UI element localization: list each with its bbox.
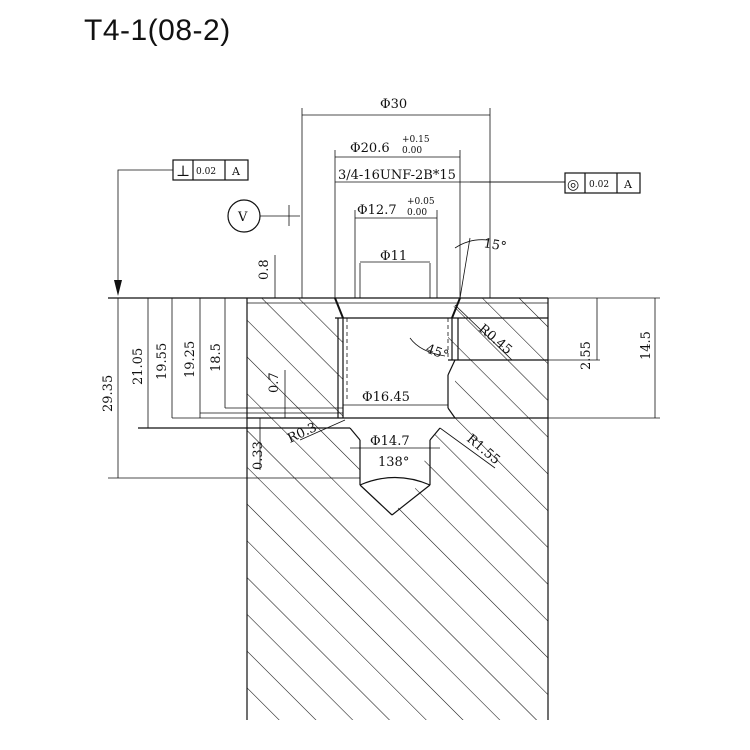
dimension-labels: Φ30 Φ20.6 +0.15 0.00 3/4-16UNF-2B*15 Φ12… <box>101 97 654 470</box>
dim-angle15: 15° <box>482 236 507 255</box>
concentricity-frame: ◎ 0.02 A <box>564 172 641 194</box>
dim-v185: 18.5 <box>209 343 224 372</box>
drawing-title: T4-1(08-2) <box>84 14 231 47</box>
dim-a45: 45° <box>424 342 451 364</box>
dim-a138: 138° <box>378 455 409 470</box>
perpendicularity-tolerance: 0.02 <box>196 167 216 177</box>
dim-d206-lower: 0.00 <box>402 146 422 156</box>
datum-marker: V <box>227 199 261 233</box>
dim-d11: Φ11 <box>380 249 407 264</box>
dim-v033: 0.33 <box>251 441 266 470</box>
perpendicularity-datum: A <box>231 165 241 178</box>
concentricity-tolerance: 0.02 <box>589 180 609 190</box>
dim-v2935: 29.35 <box>101 375 116 412</box>
dim-d206-upper: +0.15 <box>402 135 430 145</box>
concentricity-datum: A <box>623 178 633 191</box>
dim-v255: 2.55 <box>579 341 594 370</box>
body-outline <box>108 263 549 720</box>
concentricity-icon: ◎ <box>567 177 579 193</box>
datum-label: V <box>237 210 248 225</box>
dim-thread: 3/4-16UNF-2B*15 <box>338 168 456 183</box>
dimension-lines <box>108 108 660 479</box>
dim-v07: 0.7 <box>267 372 282 393</box>
dim-v08: 0.8 <box>257 259 272 280</box>
dim-v145: 14.5 <box>639 331 654 360</box>
dim-v1955: 19.55 <box>155 343 170 380</box>
dim-d147: Φ14.7 <box>370 434 410 449</box>
dim-d30: Φ30 <box>380 97 407 112</box>
dim-v2105: 21.05 <box>131 348 146 385</box>
perpendicularity-frame: ⊥ 0.02 A <box>172 159 249 181</box>
section-hatching <box>247 298 548 720</box>
dim-v1925: 19.25 <box>183 341 198 378</box>
dim-d206: Φ20.6 <box>350 141 390 156</box>
dim-d127-lower: 0.00 <box>407 208 427 218</box>
perpendicularity-icon: ⊥ <box>176 162 190 180</box>
dim-d1645: Φ16.45 <box>362 390 410 405</box>
dim-d127: Φ12.7 <box>357 203 397 218</box>
dim-d127-upper: +0.05 <box>407 197 435 207</box>
